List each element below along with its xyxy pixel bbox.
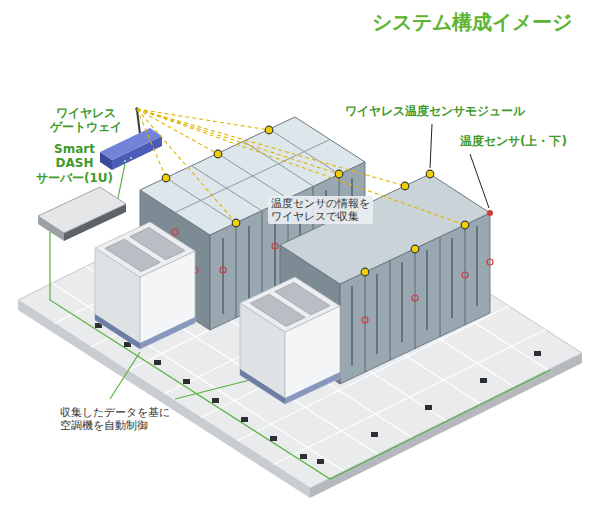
part-label: 温度センサ(上・下): [460, 134, 567, 148]
text-line: サーバー(1U): [36, 171, 113, 185]
text-line: ゲートウェイ: [50, 120, 122, 134]
temperature-sensor: [487, 210, 493, 216]
text-line: 収集したデータを基に: [60, 406, 170, 419]
text-line: Smart: [36, 142, 113, 156]
note: 温度センサの情報を ワイヤレスで収集: [268, 196, 373, 224]
text-line: 温度センサ(上・下): [460, 134, 567, 148]
text-line: 温度センサの情報を: [271, 197, 370, 210]
floor-grid: [52, 182, 548, 471]
part-label: ワイヤレス温度センサモジュール: [345, 104, 525, 118]
wireless-link: [137, 109, 465, 225]
text-line: 空調機を自動制御: [60, 419, 170, 432]
text-line: システム構成イメージ: [372, 10, 572, 34]
text-line: ワイヤレスで収集: [271, 210, 370, 223]
text-line: ワイヤレス温度センサモジュール: [345, 104, 525, 118]
device-label: Smart DASH サーバー(1U): [36, 142, 113, 185]
note: 収集したデータを基に 空調機を自動制御: [60, 406, 170, 432]
air-conditioner: [95, 222, 195, 349]
device-label: ワイヤレス ゲートウェイ: [50, 106, 122, 135]
wire: [50, 164, 550, 479]
text-line: DASH: [36, 156, 113, 170]
sensor-module: [162, 126, 469, 276]
floor: [18, 165, 582, 488]
server: [38, 187, 126, 241]
text-line: ワイヤレス: [50, 106, 122, 120]
air-conditioner: [240, 277, 340, 404]
diagram-title: システム構成イメージ: [372, 10, 572, 34]
